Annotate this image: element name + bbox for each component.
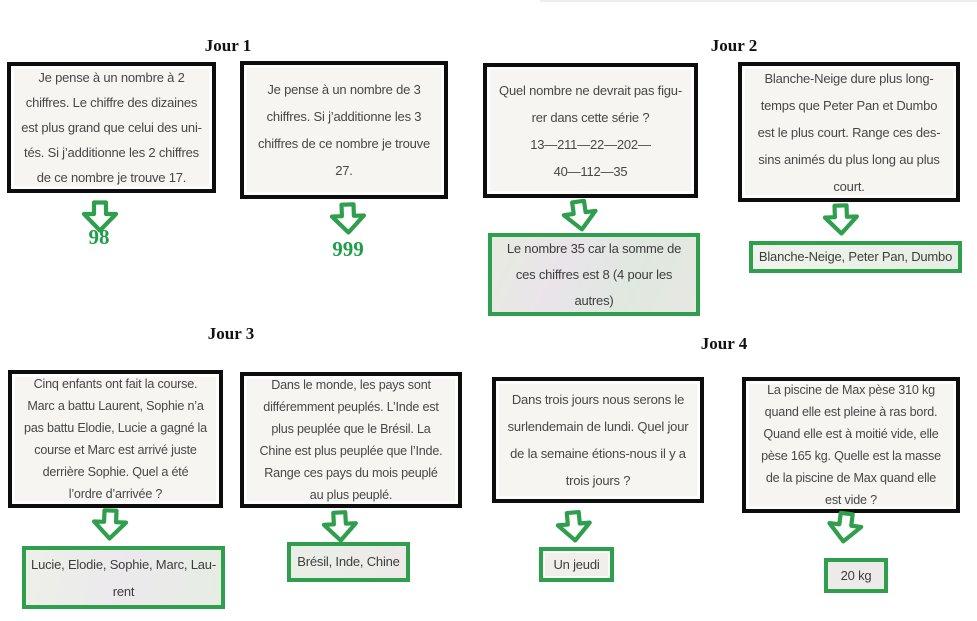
question-box-5: Cinq enfants ont fait la course. Marc a … [8, 370, 223, 508]
answer-box-7: Un jeudi [539, 547, 614, 582]
answer-box-8: 20 kg [824, 558, 888, 593]
answer-text: Lucie, Elodie, Sophie, Marc, Lau- rent [31, 556, 216, 599]
question-text: Je pense à un nombre à 2 chiffres. Le ch… [21, 70, 202, 185]
day-header-jour-3: Jour 3 [207, 324, 255, 343]
question-box-7: Dans trois jours nous serons le surlende… [492, 377, 704, 503]
answer-box-3: Le nombre 35 car la somme de ces chiffre… [488, 233, 700, 316]
question-box-4: Blanche-Neige dure plus long- temps que … [738, 62, 960, 202]
question-box-2: Je pense à un nombre de 3 chiffres. Si j… [240, 61, 448, 199]
answer-box-4: Blanche-Neige, Peter Pan, Dumbo [749, 241, 962, 273]
down-arrow-icon [821, 202, 860, 236]
day-header-jour-2: Jour 2 [710, 36, 758, 55]
question-text: La piscine de Max pèse 310 kg quand elle… [761, 383, 941, 507]
question-box-3: Quel nombre ne devrait pas figu- rer dan… [483, 63, 698, 198]
day-header-jour-1: Jour 1 [204, 36, 252, 55]
question-text: Quel nombre ne devrait pas figu- rer dan… [499, 82, 682, 179]
answer-text: Blanche-Neige, Peter Pan, Dumbo [758, 249, 953, 264]
down-arrow-icon [824, 509, 866, 546]
down-arrow-icon [328, 201, 367, 235]
answer-text-98: 98 [88, 225, 110, 249]
answer-text-999: 999 [332, 237, 364, 261]
question-text: Je pense à un nombre de 3 chiffres. Si j… [257, 82, 431, 178]
down-arrow-icon [90, 507, 129, 541]
down-arrow-icon [81, 200, 119, 233]
question-box-6: Dans le monde, les pays sont différemmen… [240, 372, 462, 508]
answer-text: Le nombre 35 car la somme de ces chiffre… [506, 240, 682, 308]
answer-text: Brésil, Inde, Chine [297, 554, 400, 569]
scan-artifact-line [540, 0, 977, 2]
question-text: Blanche-Neige dure plus long- temps que … [757, 70, 941, 194]
down-arrow-icon [554, 508, 595, 544]
day-header-jour-4: Jour 4 [700, 334, 748, 353]
answer-box-5: Lucie, Elodie, Sophie, Marc, Lau- rent [22, 546, 225, 609]
down-arrow-icon [559, 197, 601, 235]
answer-box-6: Brésil, Inde, Chine [287, 542, 410, 582]
question-text: Dans le monde, les pays sont différemmen… [259, 378, 443, 502]
answer-text: 20 kg [840, 567, 872, 583]
question-text: Dans trois jours nous serons le surlende… [507, 392, 689, 488]
answer-text: Un jeudi [553, 556, 600, 572]
down-arrow-icon [320, 509, 360, 544]
question-box-8: La piscine de Max pèse 310 kg quand elle… [742, 377, 960, 513]
question-box-1: Je pense à un nombre à 2 chiffres. Le ch… [7, 62, 216, 193]
question-text: Cinq enfants ont fait la course. Marc a … [24, 377, 207, 501]
